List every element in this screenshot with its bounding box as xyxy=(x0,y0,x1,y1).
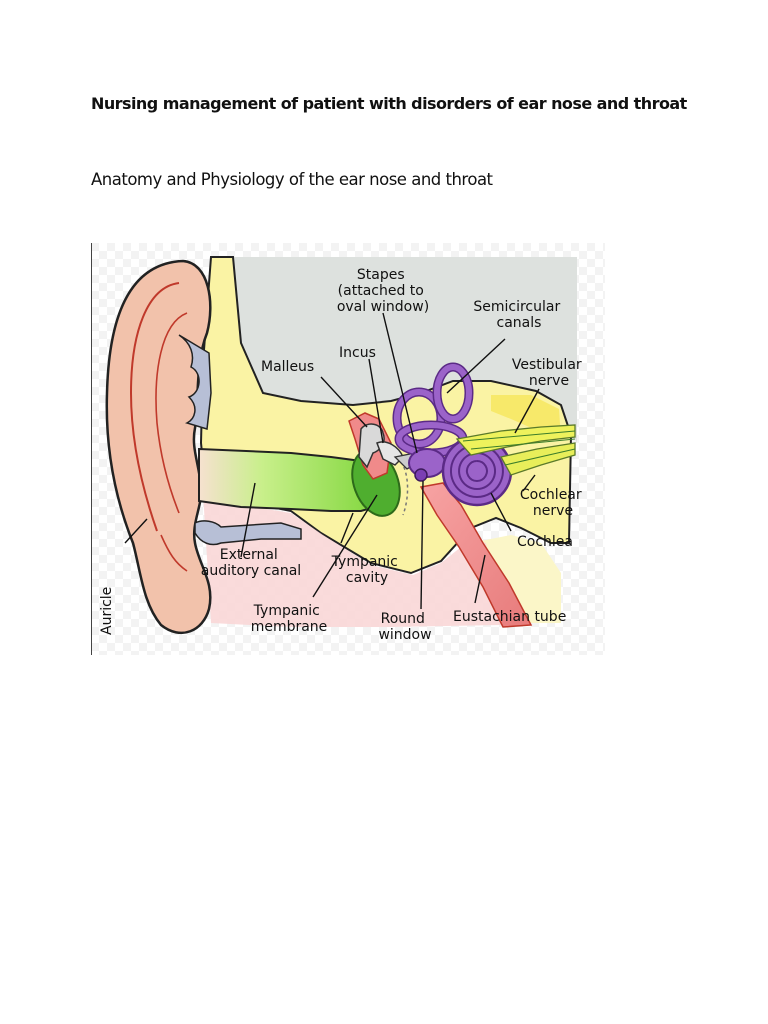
cartilage-upper xyxy=(178,334,212,430)
upper-skull-region xyxy=(211,257,577,443)
nerve-fiber-1 xyxy=(462,430,576,442)
label-auricle: Auricle xyxy=(99,587,115,635)
ear-anatomy-figure: Stapes (attached to oval window) Semicir… xyxy=(91,243,605,655)
bone-lower-region xyxy=(471,535,561,623)
label-tympanic-cavity: Tympanic cavity xyxy=(331,554,403,586)
document-title: Nursing management of patient with disor… xyxy=(91,94,687,113)
label-external-auditory-canal: External auditory canal xyxy=(201,547,301,579)
label-semicircular-canals: Semicircular canals xyxy=(473,299,564,331)
auricle-lobe-line xyxy=(160,534,188,572)
semicircular-canal-1-fill xyxy=(394,389,444,447)
label-malleus: Malleus xyxy=(261,359,314,375)
nerve-fiber-2 xyxy=(470,438,576,450)
label-vestibular-nerve: Vestibular nerve xyxy=(512,357,586,389)
cartilage-lower xyxy=(194,520,302,546)
label-eustachian-tube: Eustachian tube xyxy=(453,609,566,625)
label-incus: Incus xyxy=(339,345,376,361)
malleus-shape xyxy=(358,423,385,469)
label-pointer-lines xyxy=(124,312,540,610)
section-heading: Anatomy and Physiology of the ear nose a… xyxy=(91,170,493,189)
auricle-antihelix-line xyxy=(155,312,188,514)
label-cochlear-nerve: Cochlear nerve xyxy=(520,487,586,519)
cochlear-nerve-shape xyxy=(500,442,576,476)
round-window-shape xyxy=(414,468,428,482)
tympanic-cavity-outline xyxy=(392,452,409,516)
auricle-helix-line xyxy=(129,282,180,532)
ear-anatomy-diagram: Stapes (attached to oval window) Semicir… xyxy=(91,243,605,655)
label-tympanic-membrane: Tympanic membrane xyxy=(251,603,328,635)
label-stapes: Stapes (attached to oval window) xyxy=(337,267,429,315)
label-cochlea: Cochlea xyxy=(517,534,573,550)
label-round-window: Round window xyxy=(378,611,431,643)
semicircular-canal-2-fill xyxy=(434,364,472,422)
nerve-fiber-3 xyxy=(504,448,576,466)
cochlea-spiral xyxy=(449,444,504,498)
